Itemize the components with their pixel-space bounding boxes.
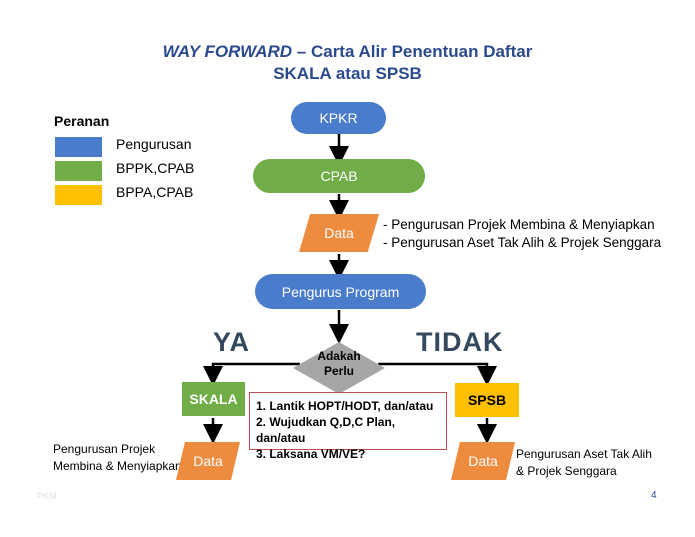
node-pengurus-program: Pengurus Program: [255, 274, 426, 309]
label-tidak: TIDAK: [416, 327, 504, 357]
node-kpkr: KPKR: [291, 102, 386, 134]
node-data-top: Data: [299, 214, 379, 252]
legend-label-pengurusan: Pengurusan: [116, 136, 192, 152]
node-data-left: Data: [176, 442, 240, 480]
condition-2: 2. Wujudkan Q,D,C Plan, dan/atau: [256, 415, 396, 445]
arrow-decision-skala: [203, 362, 300, 386]
legend-swatch-bppa: [55, 185, 102, 205]
left-note-1: Pengurusan Projek: [53, 442, 156, 456]
node-data-right: Data: [451, 442, 515, 480]
data-top-note-2: - Pengurusan Aset Tak Alih & Projek Seng…: [383, 235, 662, 250]
title-italic: WAY FORWARD: [162, 42, 293, 61]
decision-diamond: [293, 342, 385, 394]
decision-label: Adakah Perlu: [317, 349, 361, 378]
title-rest: – Carta Alir Penentuan Daftar: [292, 42, 533, 61]
node-spsb: SPSB: [455, 383, 519, 417]
right-note-1: Pengurusan Aset Tak Alih: [516, 447, 652, 461]
footer-watermark: PKM: [37, 491, 57, 501]
node-skala: SKALA: [182, 382, 245, 416]
page-title: WAY FORWARD – Carta Alir Penentuan Dafta…: [0, 41, 695, 62]
label-ya: YA: [213, 327, 251, 357]
condition-1: 1. Lantik HOPT/HODT, dan/atau: [256, 399, 434, 413]
page-subtitle: SKALA atau SPSB: [273, 64, 422, 83]
legend-swatch-pengurusan: [55, 137, 102, 157]
legend-label-bppk: BPPK,CPAB: [116, 160, 195, 176]
node-cpab: CPAB: [253, 159, 425, 193]
right-note-2: & Projek Senggara: [516, 464, 617, 478]
legend-heading: Peranan: [54, 113, 110, 129]
conditions-box: 1. Lantik HOPT/HODT, dan/atau 2. Wujudka…: [249, 392, 447, 461]
legend-swatch-bppk: [55, 161, 102, 181]
arrow-decision-spsb: [378, 362, 497, 386]
legend-label-bppa: BPPA,CPAB: [116, 184, 194, 200]
data-top-note-1: - Pengurusan Projek Membina & Menyiapkan: [383, 217, 655, 232]
condition-3: 3. Laksana VM/VE?: [256, 447, 366, 461]
page-number: 4: [651, 490, 657, 501]
left-note-2: Membina & Menyiapkan: [53, 459, 182, 473]
